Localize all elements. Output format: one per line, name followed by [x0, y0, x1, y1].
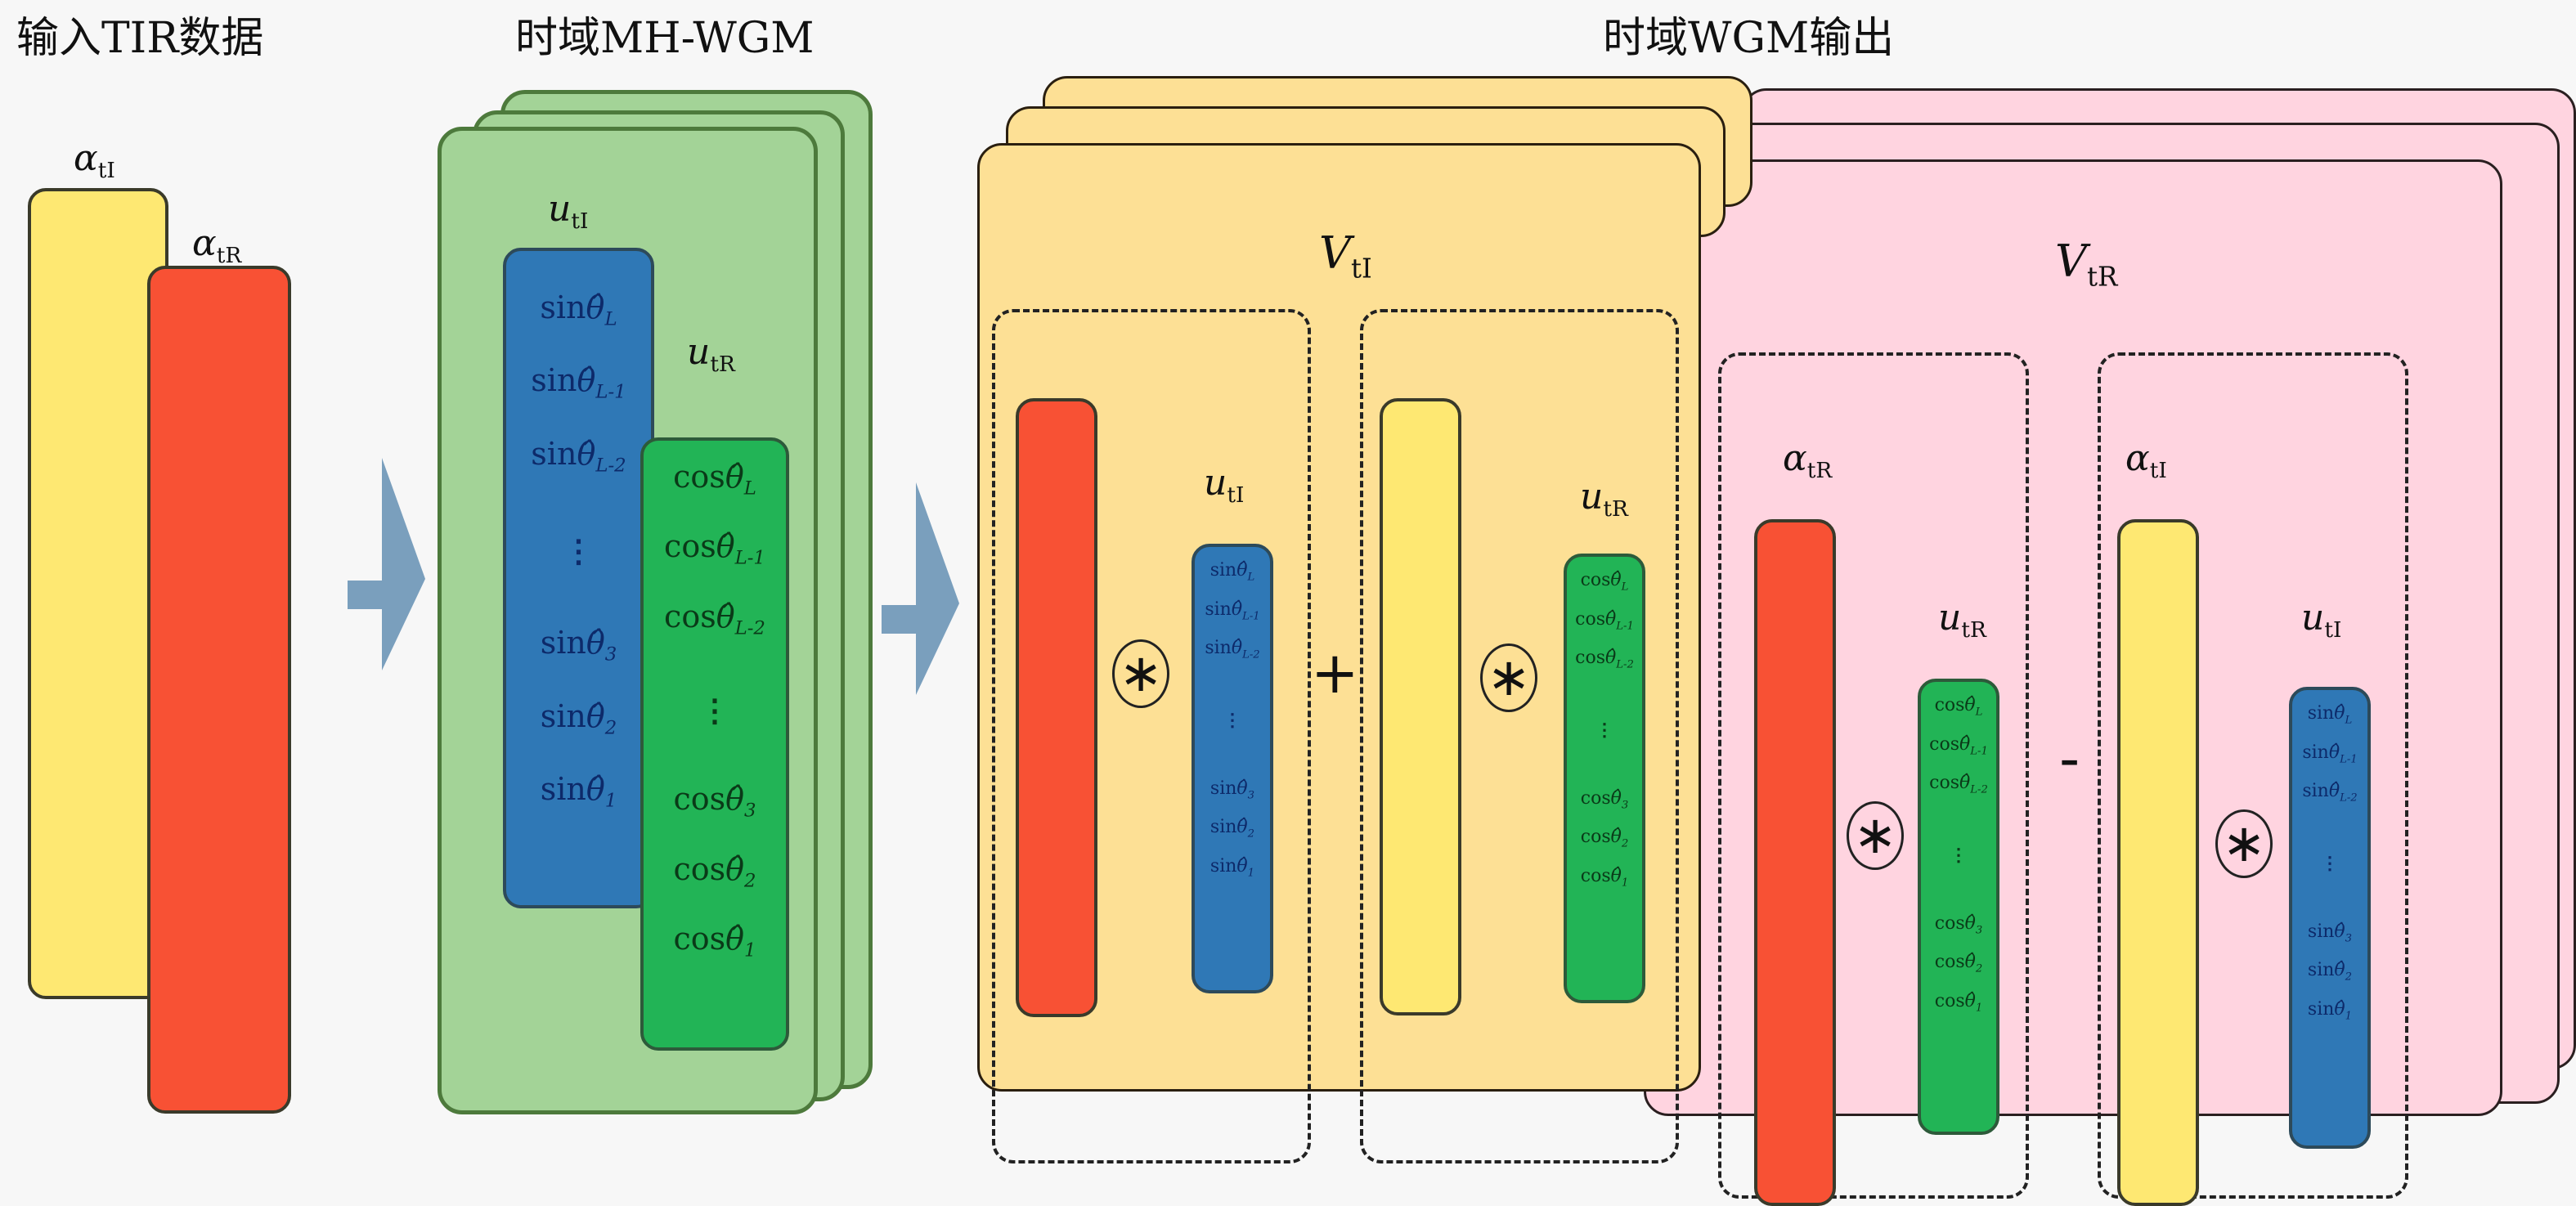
arrow-right-icon — [348, 458, 425, 670]
vector-entry: sinθ̂L-1 — [531, 362, 626, 403]
convolution-operator-icon: ∗ — [1847, 801, 1904, 870]
arrow-right-icon — [882, 482, 959, 695]
vector-entry: sinθ̂L-2 — [531, 435, 626, 477]
label-u-tR: utR — [687, 331, 735, 378]
vector-entry: sinθ̂1 — [2307, 998, 2353, 1023]
label-u-tI: utI — [548, 188, 589, 235]
vector-entry: cosθ̂1 — [1580, 865, 1629, 890]
vector-entry: sinθ̂L — [540, 289, 617, 330]
vector-entry: cosθ̂L — [1580, 570, 1629, 594]
vector-entry: cosθ̂1 — [673, 920, 756, 962]
vector-entry: sinθ̂3 — [540, 625, 617, 666]
label-u-tR: utR — [1938, 597, 1986, 643]
u-tI-sin-vector: sinθ̂L sinθ̂L-1 sinθ̂L-2 ⋮ sinθ̂3 sinθ̂2 sinθ̂… — [1192, 544, 1273, 993]
vector-entry: sinθ̂2 — [1209, 817, 1255, 841]
vertical-ellipsis: ⋮ — [1595, 719, 1613, 741]
title-wgm-output: 时域WGM输出 — [1603, 14, 1895, 63]
vector-entry: sinθ̂L — [2307, 703, 2353, 727]
vector-entry: cosθ̂L — [1934, 695, 1983, 719]
convolution-operator-icon: ∗ — [2215, 809, 2273, 878]
title-mh-wgm: 时域MH-WGM — [515, 14, 815, 63]
vertical-ellipsis: ⋮ — [699, 692, 730, 729]
vector-entry: sinθ̂3 — [1209, 778, 1255, 802]
vector-entry: cosθ̂L-1 — [1575, 608, 1634, 632]
vertical-ellipsis: ⋮ — [1950, 844, 1968, 866]
vector-entry: cosθ̂2 — [1934, 952, 1983, 975]
plus-operator: + — [1311, 639, 1359, 706]
u-tI-sin-vector: sinθ̂L sinθ̂L-1 sinθ̂L-2 ⋮ sinθ̂3 sinθ̂2 sinθ̂… — [503, 248, 654, 908]
vector-entry: sinθ̂3 — [2307, 921, 2353, 945]
vector-entry: cosθ̂L-2 — [1575, 648, 1634, 671]
term-box-tI-2: αtI ∗ utR cosθ̂Lcosθ̂L-1cosθ̂L-2⋮cosθ̂3c… — [1360, 309, 1679, 1163]
vector-entry: sinθ̂1 — [540, 770, 617, 812]
alpha-tR-bar — [147, 266, 291, 1114]
title-input-tir-data: 输入TIR数据 — [16, 14, 264, 63]
label-u-tI: utI — [2301, 597, 2342, 643]
vector-entry: cosθ̂L-2 — [1929, 773, 1988, 796]
vertical-ellipsis: ⋮ — [2321, 852, 2339, 874]
label-V-tI: VtI — [1319, 227, 1372, 285]
vector-entry: sinθ̂L-1 — [1205, 599, 1260, 622]
alpha-tI-bar — [28, 188, 168, 999]
label-alpha-tR: αtR — [192, 222, 242, 269]
term-box-tI-1: αtR ∗ utI sinθ̂Lsinθ̂L-1sinθ̂L-2⋮sinθ̂3s… — [992, 309, 1311, 1163]
minus-operator: - — [2059, 725, 2080, 792]
vector-entry: cosθ̂L-2 — [664, 598, 765, 639]
alpha-tI-bar — [1380, 398, 1461, 1015]
label-V-tR: VtR — [2055, 235, 2118, 293]
vector-entry: sinθ̂2 — [540, 697, 617, 739]
vector-entry: cosθ̂1 — [1934, 990, 1983, 1015]
vector-entry: cosθ̂3 — [1934, 912, 1983, 937]
u-tI-sin-vector: sinθ̂L sinθ̂L-1 sinθ̂L-2 ⋮ sinθ̂3 sinθ̂2 sinθ̂… — [2289, 687, 2371, 1149]
vertical-ellipsis: ⋮ — [1223, 709, 1241, 731]
alpha-tR-bar — [1016, 398, 1097, 1017]
v-tI-card-front: VtI αtR ∗ utI sinθ̂Lsinθ̂L-1sinθ̂L-2⋮sin… — [977, 143, 1701, 1163]
u-tR-cos-vector: cosθ̂L cosθ̂L-1 cosθ̂L-2 ⋮ cosθ̂3 cosθ̂2 cosθ̂… — [640, 437, 789, 1051]
vector-entry: cosθ̂3 — [673, 781, 756, 822]
u-tR-cos-vector: cosθ̂L cosθ̂L-1 cosθ̂L-2 ⋮ cosθ̂3 cosθ̂2 cosθ̂… — [1564, 554, 1645, 1003]
alpha-tI-bar — [2117, 519, 2199, 1206]
vector-entry: sinθ̂2 — [2307, 960, 2353, 984]
vector-entry: cosθ̂L-1 — [664, 528, 765, 569]
vector-entry: cosθ̂2 — [673, 850, 756, 892]
label-u-tR: utR — [1580, 476, 1628, 522]
convolution-operator-icon: ∗ — [1480, 643, 1537, 712]
vector-entry: cosθ̂3 — [1580, 787, 1629, 812]
vector-entry: sinθ̂L-1 — [2302, 742, 2358, 765]
vector-entry: sinθ̂L-2 — [2302, 781, 2358, 805]
u-tR-cos-vector: cosθ̂L cosθ̂L-1 cosθ̂L-2 ⋮ cosθ̂3 cosθ̂2 cosθ̂… — [1918, 679, 1999, 1135]
convolution-operator-icon: ∗ — [1112, 639, 1169, 708]
vector-entry: sinθ̂1 — [1209, 855, 1255, 880]
alpha-tR-bar — [1754, 519, 1836, 1206]
label-u-tI: utI — [1204, 462, 1245, 509]
vertical-ellipsis: ⋮ — [563, 532, 595, 570]
label-alpha-tR: αtR — [1783, 437, 1833, 484]
vector-entry: cosθ̂L-1 — [1929, 733, 1988, 757]
vector-entry: sinθ̂L — [1209, 560, 1255, 584]
vector-entry: cosθ̂2 — [1580, 827, 1629, 850]
label-alpha-tI: αtI — [2125, 437, 2167, 484]
vector-entry: sinθ̂L-2 — [1205, 638, 1260, 661]
label-alpha-tI: αtI — [74, 137, 115, 184]
vector-entry: cosθ̂L — [673, 459, 756, 500]
